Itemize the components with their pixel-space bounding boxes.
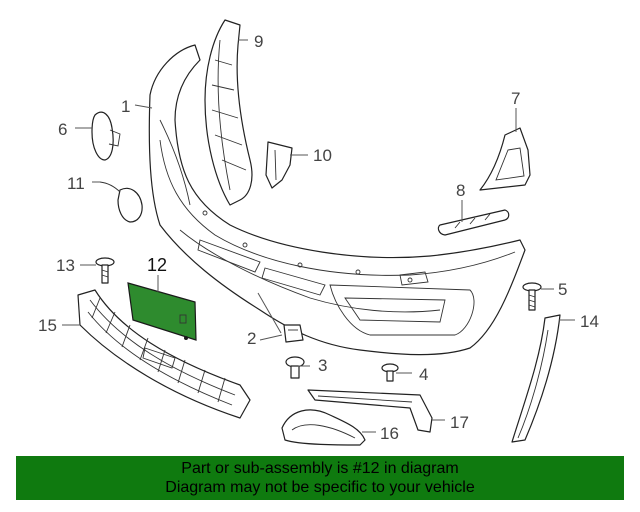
callout-labels: 1 2 3 4 5 6 7 8 9 10 11 12 13 14 15 16 1…	[38, 32, 599, 443]
part-7-air-curtain-trim[interactable]	[479, 127, 531, 191]
callout-9: 9	[254, 32, 263, 51]
callout-4: 4	[419, 365, 428, 384]
part-16-small-grille[interactable]	[281, 409, 366, 446]
callout-17: 17	[450, 413, 469, 432]
part-6-tow-hook-cover[interactable]	[91, 111, 121, 161]
part-12-license-plate-bracket[interactable]	[127, 282, 197, 341]
part-5-screw[interactable]	[522, 282, 542, 311]
callout-2: 2	[247, 329, 256, 348]
callout-3: 3	[318, 356, 327, 375]
part-11-tow-eye-cap[interactable]	[99, 181, 143, 223]
callout-8: 8	[456, 181, 465, 200]
part-8-trim-strip[interactable]	[437, 209, 510, 236]
part-15-lower-grille[interactable]	[77, 289, 251, 419]
callout-5: 5	[558, 280, 567, 299]
callout-13: 13	[56, 256, 75, 275]
callout-6: 6	[58, 120, 67, 139]
banner-line-2: Diagram may not be specific to your vehi…	[165, 479, 475, 496]
notice-banner: Part or sub-assembly is #12 in diagram D…	[16, 456, 624, 500]
callout-1: 1	[121, 97, 130, 116]
callout-11: 11	[67, 174, 85, 193]
callout-16: 16	[380, 424, 399, 443]
callout-15: 15	[38, 316, 57, 335]
part-10-bracket[interactable]	[265, 141, 293, 189]
part-3-bolt[interactable]	[285, 356, 305, 379]
part-2-clip[interactable]	[283, 324, 304, 343]
parts-diagram: 1 2 3 4 5 6 7 8 9 10 11 12 13 14 15 16 1…	[38, 19, 599, 446]
part-14-side-trim[interactable]	[511, 314, 561, 443]
banner-line-1: Part or sub-assembly is #12 in diagram	[181, 460, 459, 477]
callout-12: 12	[147, 255, 167, 275]
part-9-carrier-bracket[interactable]	[204, 19, 253, 206]
part-4-push-rivet[interactable]	[381, 363, 399, 382]
part-1-bumper-cover[interactable]	[148, 44, 526, 356]
callout-14: 14	[580, 312, 599, 331]
part-17-grille-trim[interactable]	[307, 389, 433, 433]
part-13-screw[interactable]	[95, 257, 115, 284]
callout-7: 7	[511, 89, 520, 108]
leader-lines	[62, 39, 575, 433]
callout-10: 10	[313, 146, 332, 165]
